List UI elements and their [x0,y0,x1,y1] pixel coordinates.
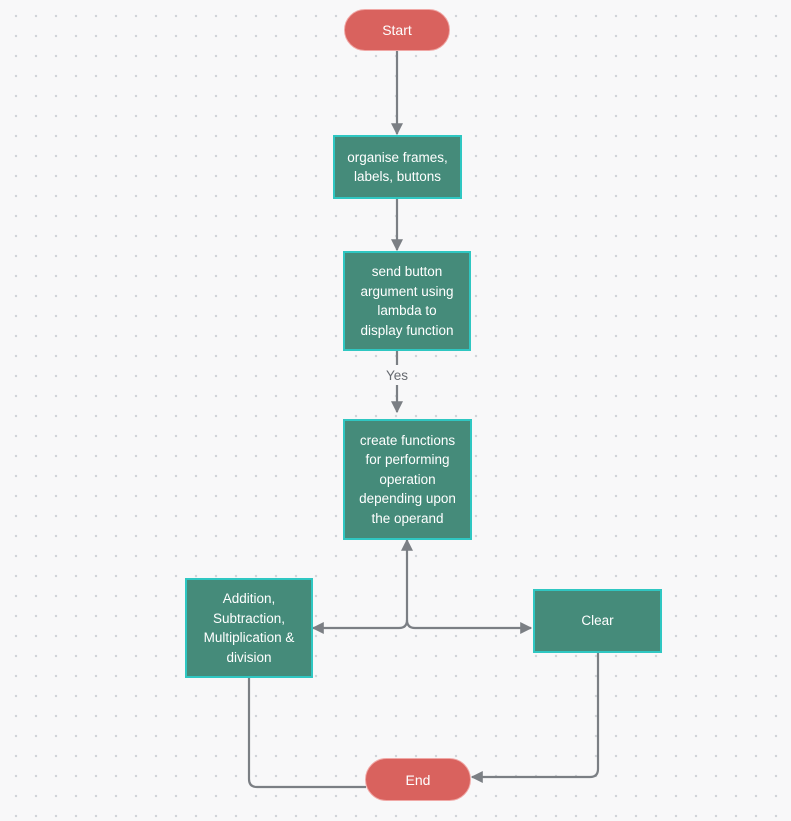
send-button-node[interactable]: send button argument using lambda to dis… [343,251,471,351]
start-label: Start [382,22,412,38]
create-functions-label: create functions for performing operatio… [359,432,456,526]
edge-clear-to-end [470,653,600,783]
start-node[interactable]: Start [344,9,450,51]
organise-label: organise frames, labels, buttons [347,149,448,185]
end-label: End [405,771,431,788]
arithmetic-node[interactable]: Addition, Subtraction, Multiplication & … [185,578,313,678]
clear-node[interactable]: Clear [533,589,662,653]
send-button-label: send button argument using lambda to dis… [360,264,454,338]
yes-label: Yes [379,366,415,384]
edge-branch-to-clear [405,619,533,634]
organise-node[interactable]: organise frames, labels, buttons [333,135,462,199]
edge-branch-to-arith [311,619,409,634]
edge-arith-to-end [247,678,366,789]
arithmetic-label: Addition, Subtraction, Multiplication & … [203,591,295,665]
clear-label: Clear [581,613,614,629]
end-node[interactable]: End [365,758,471,801]
create-functions-node[interactable]: create functions for performing operatio… [343,419,472,540]
